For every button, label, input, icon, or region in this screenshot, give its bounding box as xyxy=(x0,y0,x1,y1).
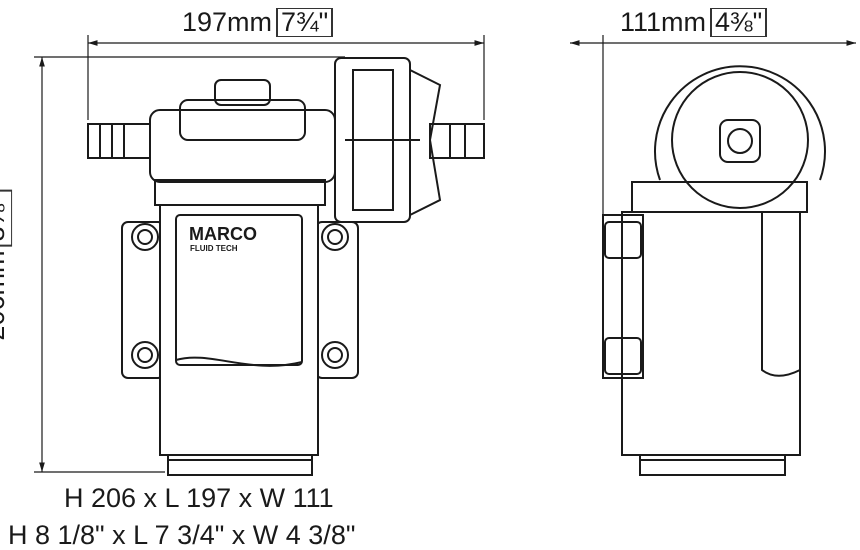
pump-side-view xyxy=(602,65,826,476)
summary-metric: H 206 x L 197 x W 111 xyxy=(64,483,334,513)
summary-imperial: H 8 1/8" x L 7 3/4" x W 4 3/8" xyxy=(8,520,356,550)
width-imperial: 4⅜" xyxy=(710,8,768,37)
length-imperial: 7¾" xyxy=(276,8,334,37)
brand-logo-sub: FLUID TECH xyxy=(190,244,238,253)
brand-logo: MARCO xyxy=(189,224,257,244)
height-metric: 206mm xyxy=(0,250,11,341)
dimension-lines xyxy=(34,35,856,473)
pump-front-view: MARCO FLUID TECH xyxy=(87,57,485,476)
length-metric: 197mm xyxy=(182,7,273,37)
height-dimension-label: 206mm 8⅛" xyxy=(0,189,13,341)
height-imperial: 8⅛" xyxy=(0,189,13,247)
width-metric: 111mm xyxy=(620,7,707,37)
